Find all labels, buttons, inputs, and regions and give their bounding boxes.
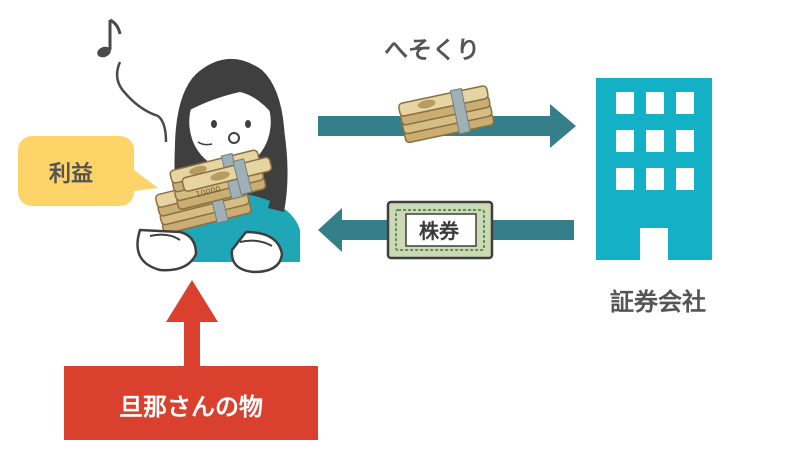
arrow-up-red — [166, 280, 218, 366]
music-note-icon — [97, 18, 168, 143]
money-stack-held: 10000 — [153, 146, 273, 237]
securities-company-label: 証券会社 — [610, 288, 706, 316]
stock-certificate-label: 株券 — [419, 219, 459, 243]
profit-label: 利益 — [48, 162, 93, 187]
office-building-icon — [596, 78, 712, 260]
hands — [136, 228, 284, 274]
stock-certificate — [386, 200, 494, 260]
husbands-property-box — [64, 366, 318, 440]
hesokuri-label: へそくり — [384, 36, 480, 64]
husbands-property-label: 旦那さんの物 — [119, 393, 263, 421]
profit-bubble — [18, 136, 158, 206]
